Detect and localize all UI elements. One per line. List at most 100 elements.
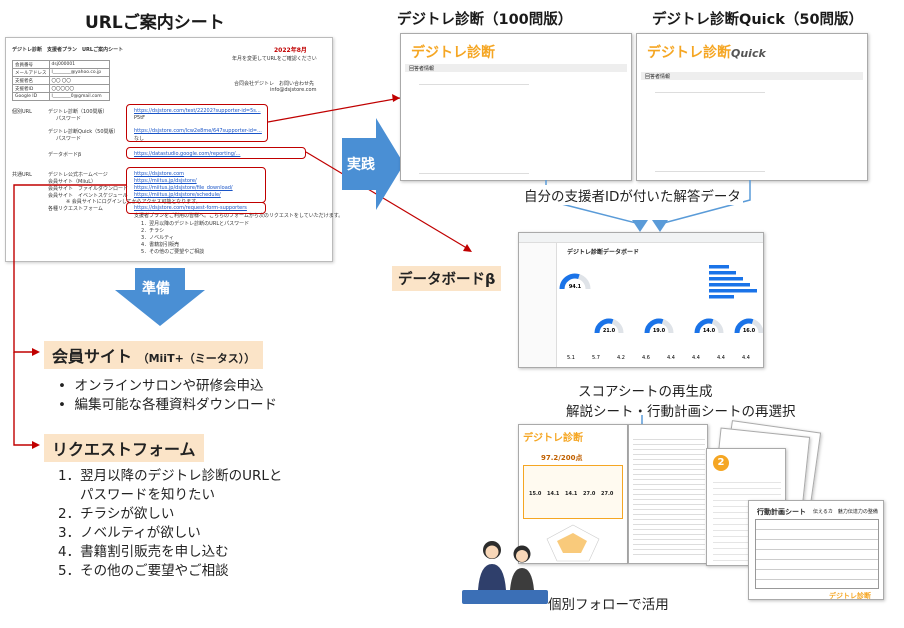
row2-pw: なし	[134, 136, 145, 142]
score-caption-1: スコアシートの再生成	[578, 384, 713, 400]
common-url-2[interactable]: https://miitus.jp/dsjstore/	[134, 178, 197, 184]
databoard-stat: 5.1	[567, 355, 575, 361]
databoard-bar	[709, 265, 729, 269]
request-list: 1．翌月以降のデジトレ診断のURLと パスワードを知りたい 2．チラシが欲しい …	[58, 467, 282, 581]
databoard-gauges: 94.1 21.0 19.0 14.0 16.0 5.1 5.7 4.2 4.6 4.4 4.4 4.…	[559, 265, 763, 361]
sheet-request-4: 4．書籍割引販売	[141, 242, 180, 248]
gauge-fill	[694, 318, 714, 334]
common-label-1: デジトレ公式ホームページ	[48, 172, 108, 178]
request-item-5: 5．その他のご要望やご相談	[58, 563, 229, 579]
member-bullet-1: • オンラインサロンや研修会申込	[58, 378, 264, 394]
sheet-company: 合同会社デジトレ お問い合わせ先	[234, 81, 315, 87]
member-site-sub: （MiiT+（ミータス））	[137, 352, 256, 365]
databoard-bar	[709, 271, 736, 275]
value-supporter-id: 〇〇〇〇〇	[48, 84, 110, 93]
gauge-value: 14.0	[703, 328, 716, 334]
row1-pw: P5tF	[134, 115, 146, 121]
databoard-stat: 5.7	[592, 355, 600, 361]
score-value-3: 14.1	[565, 491, 578, 497]
score-panel	[523, 465, 623, 519]
databoard-stat: 4.4	[667, 355, 675, 361]
row2-label: デジトレ診断Quick（50問版）	[48, 129, 119, 135]
databoard-title: デジトレ診断データボード	[567, 249, 640, 256]
plan-sheet: 行動計画シート 伝えるカ 魅力伝達力の整備 デジトレ診断	[748, 500, 884, 600]
databoard-stat: 4.4	[692, 355, 700, 361]
gauge-fill	[734, 318, 754, 334]
row1-label: デジトレ診断（100問版）	[48, 109, 108, 115]
databoard-bar	[709, 289, 757, 293]
guide-number-icon: 2	[713, 455, 729, 471]
row1-url[interactable]: https://dsjstore.com/test/22202?supporte…	[134, 108, 261, 114]
form-100-screenshot: デジトレ診断 回答者情報	[400, 33, 632, 181]
sheet-header-date: 2022年8月	[274, 47, 307, 54]
label-google-id: Google ID	[12, 92, 50, 101]
form-100-header-text: 回答者情報	[409, 66, 435, 72]
consultation-illustration	[462, 541, 548, 604]
form-quick-header-text: 回答者情報	[645, 74, 671, 80]
form-quick-logo: デジトレ診断Quick	[647, 42, 766, 62]
label-email: メールアドレス	[12, 68, 50, 77]
member-bullets: • オンラインサロンや研修会申込 • 編集可能な各種資料ダウンロード	[58, 377, 277, 415]
score-value-2: 14.1	[547, 491, 560, 497]
gauge-fill	[594, 318, 614, 334]
sheet-request-3: 3．ノベルティ	[141, 235, 174, 241]
form-quick-field-lines	[655, 92, 765, 172]
common-url-1[interactable]: https://dsjstore.com	[134, 171, 185, 177]
sheet-company-email: info@dsjstore.com	[270, 87, 317, 93]
row2-sub: パスワード	[56, 136, 82, 142]
form-100-header	[405, 64, 627, 72]
section-common-url: 共通URL	[12, 172, 32, 178]
row2-url[interactable]: https://dsjstore.com/lcw2e8me/647support…	[134, 128, 262, 134]
form-quick-logo-text: デジトレ診断	[647, 45, 731, 61]
value-google-id: l________0@gmail.com	[48, 92, 110, 101]
gauge-value: 19.0	[653, 328, 666, 334]
answer-data-caption: 自分の支援者IDが付いた解答データ	[522, 185, 743, 205]
form-quick-screenshot: デジトレ診断Quick 回答者情報	[636, 33, 868, 181]
title-100: デジトレ診断（100問版）	[397, 12, 573, 28]
request-item-1: 1．翌月以降のデジトレ診断のURLと	[58, 468, 283, 484]
practice-arrow	[342, 118, 404, 210]
value-email: l________@yahoo.co.jp	[48, 68, 110, 77]
gauge-fill	[644, 318, 664, 334]
score-value-1: 15.0	[529, 491, 542, 497]
databoard-stat: 4.4	[742, 355, 750, 361]
label-supporter-name: 支援者名	[12, 76, 50, 85]
databoard-topbar	[519, 233, 763, 243]
url-guide-sheet: デジトレ診断 支援者プラン URLご案内シート 2022年8月 年月を変更してU…	[5, 37, 343, 262]
databoard-stat: 4.4	[717, 355, 725, 361]
common-label-2: 会員サイト（MiiuL）	[48, 179, 97, 185]
score-caption-2: 解説シート・行動計画シートの再選択	[566, 404, 796, 420]
plan-sheet-sub: 伝えるカ 魅力伝達力の整備	[813, 509, 878, 515]
score-sheet: デジトレ診断 97.2/200点 15.0 14.1 14.1 27.0 27.…	[518, 424, 628, 564]
common-url-3[interactable]: https://miitus.jp/dsjstore/file_download…	[134, 185, 233, 191]
member-site-heading: 会員サイト （MiiT+（ミータス））	[44, 341, 264, 369]
score-value-5: 27.0	[601, 491, 614, 497]
request-item-4: 4．書籍割引販売を申し込む	[58, 544, 229, 560]
form-quick-header	[641, 72, 863, 80]
databoard-screenshot: デジトレ診断データボード 94.1 21.0 19.0 14.0 16.0 5.1 5.7 4…	[518, 232, 764, 368]
score-value-4: 27.0	[583, 491, 596, 497]
databoard-stat: 4.2	[617, 355, 625, 361]
sheet-request-2: 2．チラシ	[141, 228, 165, 234]
common-url-5[interactable]: https://dsjstore.com/request-form-suppor…	[134, 205, 247, 211]
title-quick: デジトレ診断Quick（50問版）	[652, 12, 864, 28]
databoard-bar	[709, 277, 743, 281]
gauge-fill	[559, 273, 580, 290]
practice-label: 実践	[347, 157, 375, 173]
gauge-value: 21.0	[603, 328, 616, 334]
request-note: 支援者プランをご利用の皆様へ。こちらのフォームから次のリクエストをしていただけま…	[134, 213, 344, 219]
databoard-bar	[709, 295, 734, 299]
member-site-title: 会員サイト	[52, 347, 133, 366]
databoard-stat: 4.6	[642, 355, 650, 361]
sheet-request-1: 1．翌月以降のデジトレ診断のURLとパスワード	[141, 221, 250, 227]
request-item-1-cont: パスワードを知りたい	[80, 487, 215, 503]
score-total: 97.2/200点	[541, 454, 583, 462]
gauge-value: 94.1	[569, 284, 582, 290]
prep-arrow	[115, 268, 205, 326]
label-supporter-id: 支援者ID	[12, 84, 50, 93]
row3-url[interactable]: https://datastudio.google.com/reporting/…	[134, 151, 241, 157]
gauge-value: 16.0	[743, 328, 756, 334]
member-bullet-2: • 編集可能な各種資料ダウンロード	[58, 397, 278, 413]
common-url-4[interactable]: https://miitus.jp/dsjstore/schedule/	[134, 192, 221, 198]
highlight-request-url	[126, 202, 266, 214]
